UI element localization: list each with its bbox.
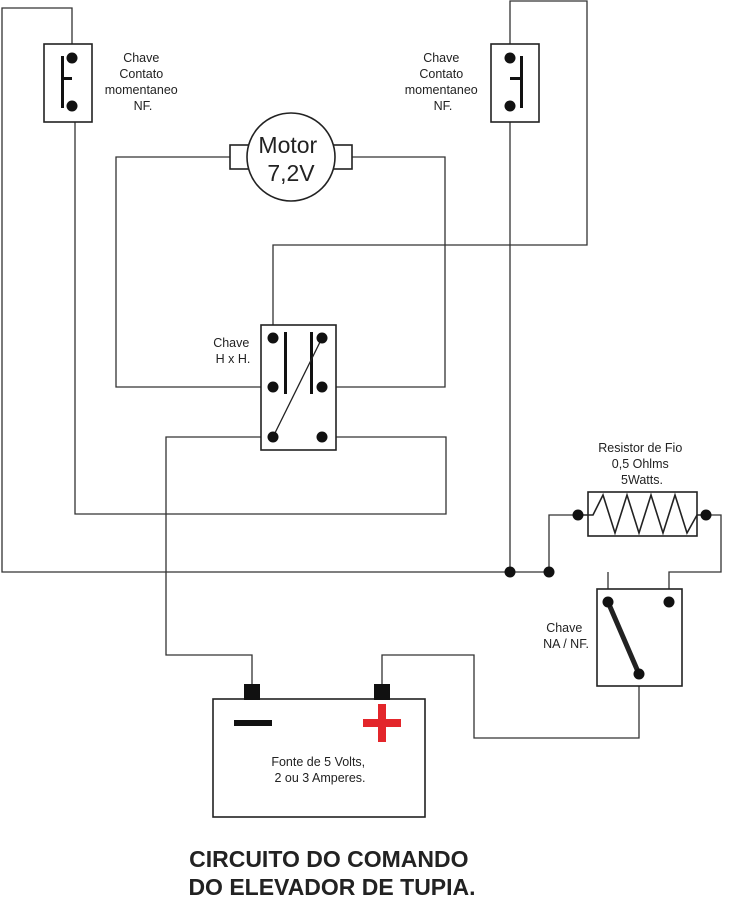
diagram-title: CIRCUITO DO COMANDO DO ELEVADOR DE TUPIA… xyxy=(188,846,475,900)
motor: Motor 7,2V xyxy=(229,112,353,202)
switch-right-body xyxy=(490,43,540,123)
wire-junction-to-resistor xyxy=(510,514,578,573)
na-nf-switch: Chave NA / NF. xyxy=(543,588,683,687)
power-supply: Fonte de 5 Volts, 2 ou 3 Amperes. xyxy=(212,684,426,818)
na-nf-switch-label: Chave NA / NF. xyxy=(543,621,589,651)
motor-body xyxy=(246,112,336,202)
motor-label: Motor 7,2V xyxy=(258,132,323,186)
plus-icon xyxy=(363,704,401,742)
resistor-terminal-left xyxy=(572,509,584,521)
hxh-terminal-6 xyxy=(316,431,328,443)
switch-left-contact-bar xyxy=(61,56,64,108)
power-supply-label: Fonte de 5 Volts, 2 ou 3 Amperes. xyxy=(271,755,368,785)
minus-icon xyxy=(234,720,272,726)
resistor-terminal-right xyxy=(700,509,712,521)
wire-resistor: Resistor de Fio 0,5 Ohlms 5Watts. xyxy=(572,441,712,537)
switch-left-terminal-top xyxy=(66,52,78,64)
wire-left-outer-loop xyxy=(1,7,510,573)
resistor-label: Resistor de Fio 0,5 Ohlms 5Watts. xyxy=(598,441,686,487)
switch-right-terminal-top xyxy=(504,52,516,64)
hxh-switch: Chave H x H. xyxy=(213,324,337,451)
plus-icon-vertical xyxy=(378,704,386,742)
hxh-terminal-2 xyxy=(316,332,328,344)
momentary-switch-left: Chave Contato momentaneo NF. xyxy=(43,43,181,123)
na-nf-terminal-top-right xyxy=(663,596,675,608)
switch-left-terminal-bottom xyxy=(66,100,78,112)
na-nf-terminal-top-left xyxy=(602,596,614,608)
wire-positive-to-switch xyxy=(381,654,640,739)
negative-terminal xyxy=(244,684,260,700)
hxh-terminal-1 xyxy=(267,332,279,344)
junction-dot-1 xyxy=(504,566,516,578)
switch-right-contact-bar xyxy=(520,56,523,108)
positive-terminal xyxy=(374,684,390,700)
switch-left-label: Chave Contato momentaneo NF. xyxy=(105,51,181,113)
hxh-switch-label: Chave H x H. xyxy=(213,336,253,366)
hxh-link-line xyxy=(272,337,323,438)
switch-right-label: Chave Contato momentaneo NF. xyxy=(405,51,481,113)
resistor-zigzag xyxy=(578,492,706,536)
junction-dot-2 xyxy=(543,566,555,578)
hxh-terminal-4 xyxy=(316,381,328,393)
switch-right-lever xyxy=(510,77,521,80)
switch-left-lever xyxy=(61,77,72,80)
hxh-terminal-5 xyxy=(267,431,279,443)
wire-motor-left xyxy=(115,156,273,388)
resistor-body xyxy=(587,491,698,537)
wire-hxh-to-negative xyxy=(165,436,273,686)
hxh-bar-right xyxy=(310,332,313,394)
wire-motor-right xyxy=(322,156,446,388)
hxh-bar-left xyxy=(284,332,287,394)
hxh-terminal-3 xyxy=(267,381,279,393)
na-nf-terminal-bottom xyxy=(633,668,645,680)
wire-right-switch-top xyxy=(272,0,588,338)
switch-right-terminal-bottom xyxy=(504,100,516,112)
power-supply-body xyxy=(212,698,426,818)
wire-resistor-to-switch xyxy=(668,514,722,600)
na-nf-lever xyxy=(605,599,642,677)
momentary-switch-right: Chave Contato momentaneo NF. xyxy=(405,43,540,123)
